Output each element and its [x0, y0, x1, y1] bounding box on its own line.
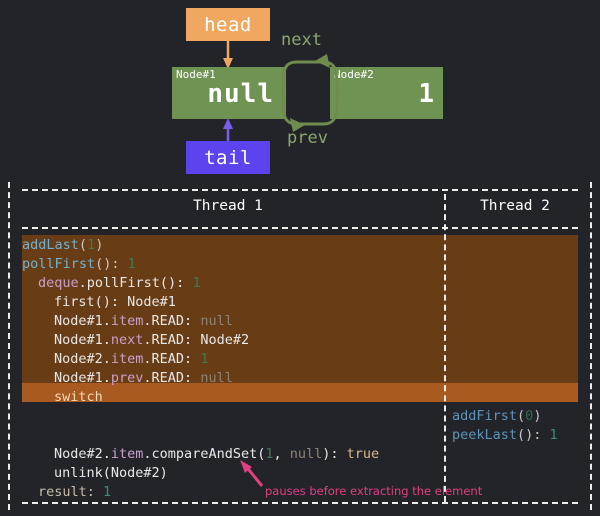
table-header-rule — [22, 227, 578, 229]
trace-token: Node#2. — [54, 446, 111, 462]
trace-token: ): — [322, 446, 347, 462]
trace-token: switch — [54, 389, 103, 405]
node1-value: null — [207, 79, 274, 109]
trace-token: , — [273, 446, 290, 462]
trace-token: .READ: Node#2 — [143, 332, 250, 348]
trace-token: item — [110, 313, 144, 329]
trace-token: 1 — [200, 351, 209, 367]
trace-token: next — [110, 332, 144, 348]
trace-line: addLast(1) — [22, 236, 103, 255]
trace-line: first(): Node#1 — [54, 293, 176, 312]
tail-pointer-box: tail — [186, 141, 270, 174]
annotation-text: pauses before extracting the element — [265, 484, 483, 498]
trace-token: Node#2. — [54, 351, 111, 367]
trace-token: item — [110, 351, 144, 367]
trace-line: result: 1 — [38, 483, 111, 502]
trace-token: .READ: — [143, 370, 201, 386]
node2-value: 1 — [418, 79, 435, 109]
trace-line: Node#1.item.READ: null — [54, 312, 233, 331]
trace-line: Node#1.next.READ: Node#2 — [54, 331, 249, 350]
trace-line: unlink(Node#2) — [54, 464, 168, 483]
node2-tag: Node#2 — [334, 68, 374, 81]
trace-token: ( — [517, 408, 526, 424]
trace-token: ( — [78, 237, 88, 253]
execution-trace-table: Thread 1 Thread 2 addLast(1)pollFirst():… — [0, 180, 600, 516]
trace-line: Node#1.prev.READ: null — [54, 369, 233, 388]
trace-token: (): — [95, 256, 128, 272]
next-link-label: next — [281, 30, 322, 50]
trace-token: addLast — [22, 237, 79, 253]
node1-box: Node#1 null — [172, 67, 286, 119]
table-left-border — [8, 182, 10, 510]
trace-token: null — [200, 370, 233, 386]
trace-line: Node#2.item.READ: 1 — [54, 350, 208, 369]
trace-highlight-block — [22, 235, 578, 383]
trace-token: 1 — [127, 256, 136, 272]
trace-token: null — [289, 446, 323, 462]
trace-token: Node#1. — [54, 370, 111, 386]
trace-line: pollFirst(): 1 — [22, 255, 136, 274]
trace-token: peekLast — [452, 427, 518, 443]
trace-token: (): — [517, 427, 550, 443]
trace-token: .READ: — [143, 313, 201, 329]
head-arrow-icon — [223, 38, 233, 69]
trace-token: first(): Node#1 — [54, 294, 176, 310]
trace-token: deque — [38, 275, 79, 291]
table-column-divider — [444, 194, 446, 502]
trace-token: 1 — [549, 427, 558, 443]
tail-pointer-label: tail — [204, 146, 252, 169]
trace-token: .compareAndSet( — [143, 446, 266, 462]
trace-token: .READ: — [143, 351, 201, 367]
trace-token: Node#1. — [54, 313, 111, 329]
trace-token: prev — [110, 370, 144, 386]
trace-token: ) — [95, 237, 104, 253]
node1-tag: Node#1 — [176, 68, 216, 81]
trace-token: 1 — [192, 275, 201, 291]
trace-token: result: — [38, 484, 104, 500]
deque-diagram: head Node#1 null Node#2 1 tail next prev — [0, 0, 600, 180]
trace-line: switch — [54, 388, 103, 407]
annotation-arrow-icon — [240, 460, 264, 487]
trace-line: peekLast(): 1 — [452, 426, 558, 445]
trace-token: null — [200, 313, 233, 329]
trace-token: 0 — [525, 408, 534, 424]
thread2-header: Thread 2 — [480, 198, 550, 214]
trace-switch-highlight — [22, 383, 578, 402]
table-top-rule — [22, 189, 578, 191]
prev-link-label: prev — [287, 128, 328, 148]
trace-token: addFirst — [452, 408, 518, 424]
trace-token: .pollFirst(): — [78, 275, 193, 291]
trace-line: Node#2.item.compareAndSet(1, null): true — [54, 445, 379, 464]
table-right-border — [590, 182, 592, 510]
head-pointer-label: head — [204, 13, 252, 36]
node2-box: Node#2 1 — [330, 67, 443, 119]
trace-line: deque.pollFirst(): 1 — [38, 274, 201, 293]
trace-line: addFirst(0) — [452, 407, 541, 426]
table-bottom-rule — [22, 502, 578, 504]
next-prev-loop-icon — [281, 54, 339, 132]
head-pointer-box: head — [186, 8, 270, 41]
trace-token: Node#1. — [54, 332, 111, 348]
trace-token: pollFirst — [22, 256, 96, 272]
trace-token: ) — [533, 408, 542, 424]
trace-token: item — [110, 446, 144, 462]
trace-token: 1 — [103, 484, 112, 500]
thread1-header: Thread 1 — [193, 198, 263, 214]
trace-token: unlink(Node#2) — [54, 465, 168, 481]
trace-token: 1 — [87, 237, 96, 253]
trace-token: 1 — [265, 446, 274, 462]
trace-token: true — [346, 446, 380, 462]
